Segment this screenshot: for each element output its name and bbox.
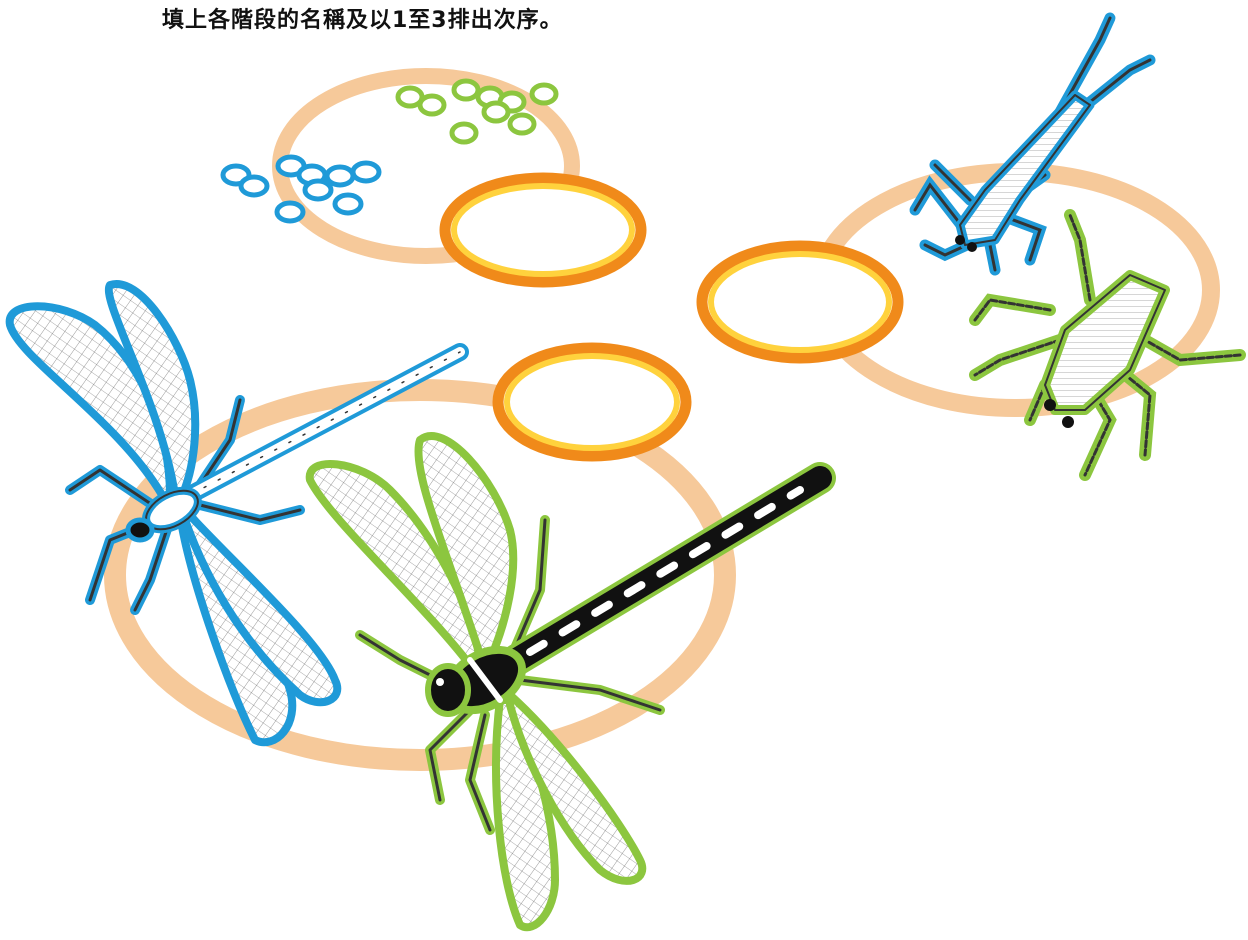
nymph-green [969, 209, 1246, 481]
nymph-blue [909, 12, 1156, 276]
egg-cluster-green [395, 78, 559, 145]
egg-cluster-blue [220, 154, 382, 224]
answer-box-eggs[interactable] [439, 172, 647, 288]
answer-box-nymphs[interactable] [696, 240, 904, 364]
instruction-text: 填上各階段的名稱及以1至3排出次序。 [162, 8, 563, 33]
adult-dragonfly-blue [5, 280, 469, 746]
answer-box-adults[interactable] [492, 342, 692, 462]
adult-dragonfly-green [305, 432, 836, 932]
adult-stage-ring [104, 379, 736, 771]
